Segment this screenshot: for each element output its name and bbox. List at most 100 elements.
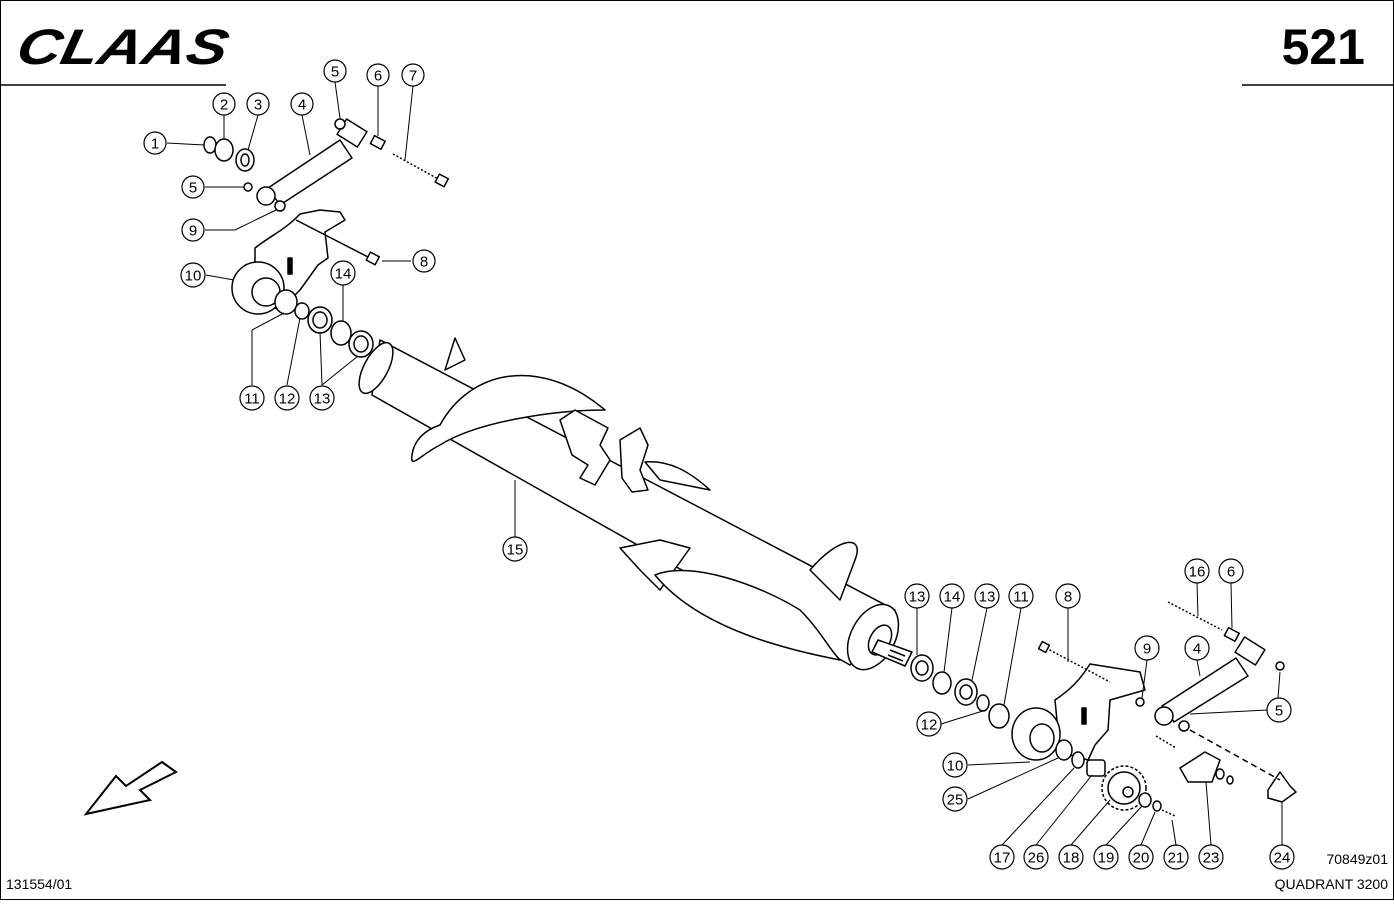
- svg-text:13: 13: [314, 391, 331, 408]
- callout-11: 11: [1008, 583, 1034, 609]
- right-mounting-plate: [1054, 663, 1146, 761]
- svg-text:21: 21: [1168, 850, 1185, 867]
- right-washer-19: [1138, 792, 1152, 808]
- leader-lines: [166, 81, 1283, 846]
- leader-21: [1171, 819, 1177, 846]
- left-ring-1: [203, 136, 217, 154]
- leader-10b: [967, 761, 1031, 766]
- leader-1: [166, 142, 205, 146]
- callout-14: 14: [939, 583, 965, 609]
- right-ring-17: [1071, 751, 1085, 769]
- leader-5c-a: [1277, 671, 1281, 699]
- svg-text:11: 11: [1013, 589, 1029, 606]
- callout-15: 15: [502, 536, 528, 562]
- svg-text:10: 10: [947, 758, 964, 775]
- right-nut-5: [1178, 720, 1190, 732]
- callout-1: 1: [143, 131, 167, 155]
- leader-11a-b: [251, 312, 285, 331]
- callout-21: 21: [1163, 844, 1189, 870]
- svg-text:13: 13: [909, 589, 926, 606]
- callout-24: 24: [1269, 844, 1295, 870]
- svg-text:3: 3: [254, 97, 262, 114]
- right-plate-slot: [1081, 707, 1087, 725]
- callout-20: 20: [1128, 844, 1154, 870]
- callout-2: 2: [212, 92, 236, 116]
- leader-7: [404, 85, 414, 161]
- callout-13: 13: [974, 583, 1000, 609]
- callout-12: 12: [274, 385, 300, 411]
- right-cylinder-head: [1234, 636, 1266, 666]
- left-nut-9: [274, 200, 286, 212]
- svg-text:11: 11: [244, 391, 260, 408]
- right-bolt-23: [1155, 735, 1177, 749]
- right-bracket-23: [1179, 751, 1221, 783]
- svg-text:13: 13: [979, 589, 996, 606]
- left-washer-2: [214, 138, 234, 162]
- left-bearing-group: [203, 118, 450, 358]
- callout-7: 7: [401, 63, 425, 87]
- right-nut-5b: [1275, 661, 1285, 671]
- leader-17: [1001, 767, 1075, 846]
- left-plate-slot: [287, 257, 293, 275]
- svg-text:9: 9: [1143, 641, 1151, 658]
- leader-12b: [940, 709, 987, 725]
- right-cylinder-eye: [1154, 706, 1174, 726]
- callout-23: 23: [1198, 844, 1224, 870]
- auger-flight-center: [644, 461, 711, 491]
- right-cylinder-4: [1161, 657, 1249, 723]
- left-ring-11: [274, 289, 298, 315]
- left-bolt-8-head: [365, 251, 381, 266]
- page-number: 521: [1282, 19, 1365, 75]
- svg-text:12: 12: [279, 391, 296, 408]
- leader-6b: [1230, 582, 1233, 629]
- right-assembly-line: [1189, 729, 1281, 781]
- svg-text:6: 6: [374, 68, 382, 85]
- auger-cutaway-a: [559, 409, 611, 486]
- right-bushing-26: [1086, 759, 1106, 777]
- svg-text:1: 1: [151, 136, 159, 153]
- svg-text:4: 4: [298, 97, 306, 114]
- callout-26: 26: [1023, 844, 1049, 870]
- callout-4: 4: [290, 92, 314, 116]
- leader-13c: [971, 607, 988, 681]
- leader-9-b: [234, 209, 277, 231]
- auger-shaft-stub: [871, 639, 913, 667]
- left-bearing-13b-inner: [353, 335, 369, 353]
- callout-17: 17: [989, 844, 1015, 870]
- leader-20: [1140, 811, 1156, 846]
- auger-flight-right-b: [654, 569, 841, 661]
- svg-text:7: 7: [409, 68, 417, 85]
- svg-text:25: 25: [947, 792, 964, 809]
- leader-10a: [205, 274, 235, 281]
- leader-12a: [286, 317, 301, 386]
- callout-4: 4: [1184, 635, 1210, 661]
- svg-text:15: 15: [507, 542, 524, 559]
- left-cylinder-4: [267, 139, 353, 206]
- leader-18: [1070, 799, 1111, 846]
- auger-flight-left-tip: [444, 337, 466, 371]
- left-sleeve-6: [369, 134, 386, 150]
- auger-flight-right-c: [809, 541, 858, 601]
- callout-5: 5: [181, 175, 205, 199]
- svg-text:8: 8: [1064, 589, 1072, 606]
- callout-10: 10: [180, 262, 206, 288]
- leader-4b: [1196, 659, 1201, 677]
- right-bolt-8-head: [1037, 640, 1051, 654]
- callout-9: 9: [181, 218, 205, 242]
- callout-5: 5: [1266, 697, 1292, 723]
- right-washer-20: [1152, 800, 1162, 812]
- direction-arrow: [83, 760, 178, 816]
- right-bolt-16: [1167, 601, 1223, 631]
- svg-text:19: 19: [1098, 850, 1115, 867]
- svg-text:16: 16: [1189, 564, 1206, 581]
- svg-text:17: 17: [994, 850, 1011, 867]
- svg-text:5: 5: [331, 64, 339, 81]
- callout-13: 13: [309, 385, 335, 411]
- svg-text:20: 20: [1133, 850, 1150, 867]
- svg-text:5: 5: [1275, 703, 1283, 720]
- leader-26: [1035, 774, 1093, 846]
- auger-spline-1: [889, 649, 906, 657]
- right-sprocket-bore: [1122, 786, 1134, 798]
